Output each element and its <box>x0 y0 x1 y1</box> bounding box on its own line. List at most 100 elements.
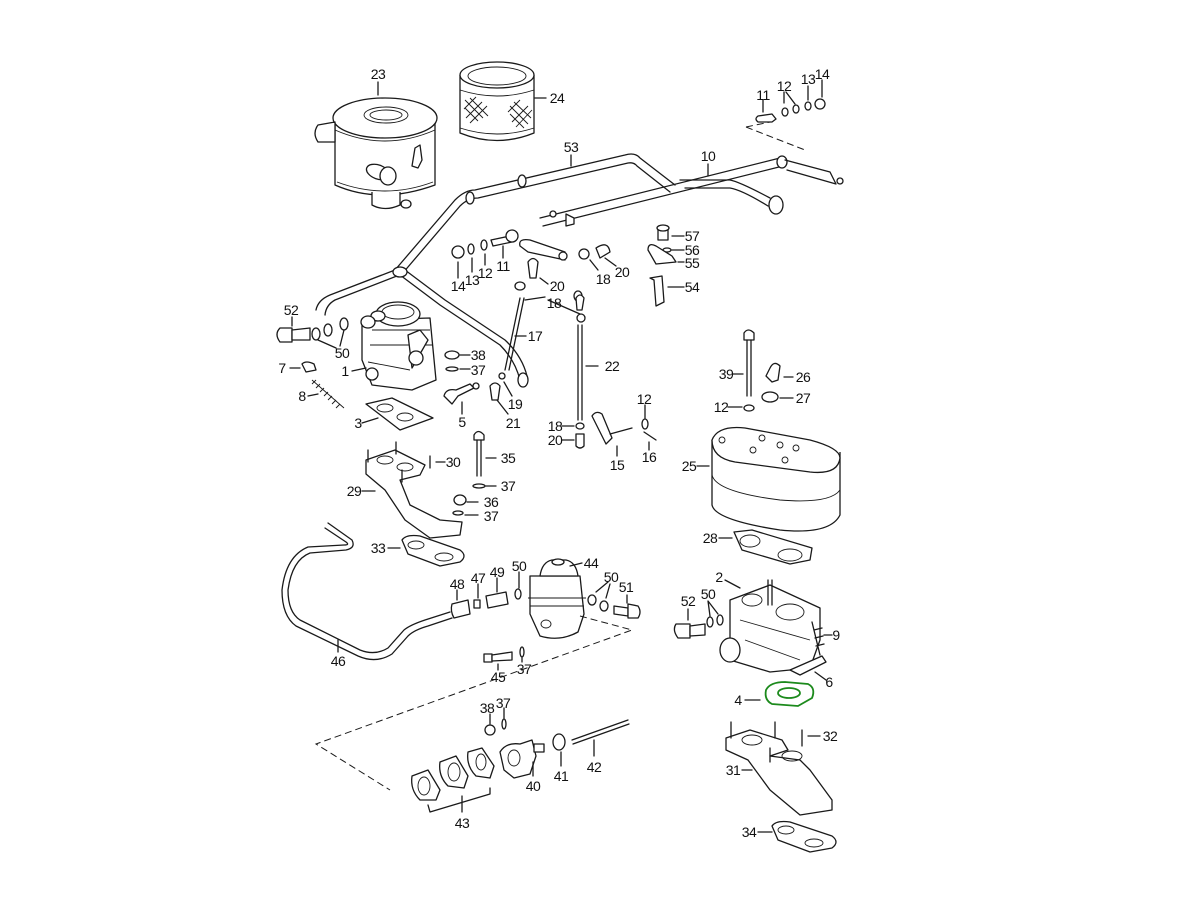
bracket-assembly[interactable] <box>647 224 685 307</box>
part-label-48[interactable]: 48 <box>449 576 465 592</box>
part-label-55[interactable]: 55 <box>684 255 700 271</box>
part-label-38b[interactable]: 38 <box>479 700 495 716</box>
part-label-56[interactable]: 56 <box>684 242 700 258</box>
throttle-lever[interactable] <box>443 382 480 415</box>
part-label-7[interactable]: 7 <box>278 360 286 376</box>
clip-and-spring[interactable] <box>289 361 345 409</box>
nut-washer-lower[interactable] <box>484 707 507 736</box>
fuel-fittings[interactable] <box>450 571 522 619</box>
bolt-nut-35-36[interactable] <box>452 430 497 516</box>
part-label-13b[interactable]: 13 <box>464 272 480 288</box>
part-label-20c[interactable]: 20 <box>547 432 563 448</box>
part-label-41[interactable]: 41 <box>553 768 569 784</box>
part-label-52b[interactable]: 52 <box>680 593 696 609</box>
ball-sockets-upper[interactable] <box>514 244 617 323</box>
part-label-25[interactable]: 25 <box>681 458 697 474</box>
air-cleaner-gasket[interactable] <box>718 529 813 565</box>
hardware-11-14-middle[interactable] <box>451 229 519 279</box>
part-label-32[interactable]: 32 <box>822 728 838 744</box>
manifold-gasket-right[interactable] <box>757 820 837 853</box>
intake-manifold-right[interactable] <box>725 721 833 816</box>
part-label-18c[interactable]: 18 <box>547 418 563 434</box>
part-label-39[interactable]: 39 <box>718 366 734 382</box>
lever-15-16[interactable] <box>591 404 657 457</box>
part-label-50b[interactable]: 50 <box>511 558 527 574</box>
bolt-45-washer-37[interactable] <box>483 646 525 671</box>
banjo-bolt-right[interactable] <box>673 600 724 639</box>
part-label-27[interactable]: 27 <box>795 390 811 406</box>
nut-washer-38-37[interactable] <box>444 350 471 372</box>
part-label-51[interactable]: 51 <box>618 579 634 595</box>
part-label-12b[interactable]: 12 <box>477 265 493 281</box>
air-cleaner-housing[interactable] <box>314 81 438 210</box>
part-label-26[interactable]: 26 <box>795 369 811 385</box>
part-label-2[interactable]: 2 <box>715 569 723 585</box>
part-label-18a[interactable]: 18 <box>546 295 562 311</box>
part-label-11b[interactable]: 11 <box>496 258 510 274</box>
part-label-21[interactable]: 21 <box>505 415 521 431</box>
fuel-line[interactable] <box>281 522 453 661</box>
fuel-pump[interactable] <box>528 558 586 639</box>
intake-manifold-left[interactable] <box>361 441 463 539</box>
part-label-19[interactable]: 19 <box>507 396 523 412</box>
pump-bolt-washers[interactable] <box>587 581 641 619</box>
part-label-46[interactable]: 46 <box>330 653 346 669</box>
manifold-gasket-left[interactable] <box>387 534 465 567</box>
part-label-14b[interactable]: 14 <box>450 278 466 294</box>
part-label-45[interactable]: 45 <box>490 669 506 685</box>
part-label-44[interactable]: 44 <box>583 555 599 571</box>
part-label-33[interactable]: 33 <box>370 540 386 556</box>
part-label-37c[interactable]: 37 <box>483 508 499 524</box>
part-label-14a[interactable]: 14 <box>814 66 830 82</box>
part-label-6[interactable]: 6 <box>825 674 833 690</box>
part-label-40[interactable]: 40 <box>525 778 541 794</box>
part-label-50d[interactable]: 50 <box>700 586 716 602</box>
part-label-5[interactable]: 5 <box>458 414 466 430</box>
part-label-57[interactable]: 57 <box>684 228 700 244</box>
carburetor-insulator-gasket[interactable] <box>744 681 815 707</box>
part-label-9[interactable]: 9 <box>832 627 840 643</box>
carburetor-left[interactable] <box>351 301 437 391</box>
part-label-24[interactable]: 24 <box>549 90 565 106</box>
part-label-37b[interactable]: 37 <box>500 478 516 494</box>
part-label-37d[interactable]: 37 <box>516 661 532 677</box>
part-label-37e[interactable]: 37 <box>495 695 511 711</box>
part-label-8[interactable]: 8 <box>298 388 306 404</box>
part-label-37a[interactable]: 37 <box>470 362 486 378</box>
part-label-4[interactable]: 4 <box>734 692 742 708</box>
air-filter-mount-hardware[interactable] <box>727 329 794 412</box>
part-label-22[interactable]: 22 <box>604 358 620 374</box>
part-label-20a[interactable]: 20 <box>549 278 565 294</box>
throttle-cross-shaft[interactable] <box>519 121 844 261</box>
part-label-16[interactable]: 16 <box>641 449 657 465</box>
part-label-10[interactable]: 10 <box>700 148 716 164</box>
pump-drive-parts[interactable] <box>499 719 630 779</box>
part-label-30[interactable]: 30 <box>445 454 461 470</box>
part-label-18b[interactable]: 18 <box>595 271 611 287</box>
filter-element[interactable] <box>459 61 547 142</box>
throttle-rod[interactable] <box>315 153 676 388</box>
part-label-50a[interactable]: 50 <box>334 345 350 361</box>
link-rod[interactable] <box>489 297 527 415</box>
hardware-11-14-upper[interactable] <box>755 79 826 123</box>
part-label-12c[interactable]: 12 <box>713 399 729 415</box>
part-label-47[interactable]: 47 <box>470 570 486 586</box>
part-label-38a[interactable]: 38 <box>470 347 486 363</box>
part-label-54[interactable]: 54 <box>684 279 700 295</box>
part-label-43[interactable]: 43 <box>454 815 470 831</box>
part-label-12a[interactable]: 12 <box>776 78 792 94</box>
part-label-34[interactable]: 34 <box>741 824 757 840</box>
part-label-52a[interactable]: 52 <box>283 302 299 318</box>
part-label-28[interactable]: 28 <box>702 530 718 546</box>
part-label-1[interactable]: 1 <box>341 363 349 379</box>
part-label-49[interactable]: 49 <box>489 564 505 580</box>
part-label-35[interactable]: 35 <box>500 450 516 466</box>
part-label-53[interactable]: 53 <box>563 139 579 155</box>
part-label-3[interactable]: 3 <box>354 415 362 431</box>
part-label-17[interactable]: 17 <box>527 328 543 344</box>
pump-spacer-set[interactable] <box>411 747 495 813</box>
part-label-36[interactable]: 36 <box>483 494 499 510</box>
part-label-20b[interactable]: 20 <box>614 264 630 280</box>
part-label-13a[interactable]: 13 <box>800 71 816 87</box>
part-label-29[interactable]: 29 <box>346 483 362 499</box>
